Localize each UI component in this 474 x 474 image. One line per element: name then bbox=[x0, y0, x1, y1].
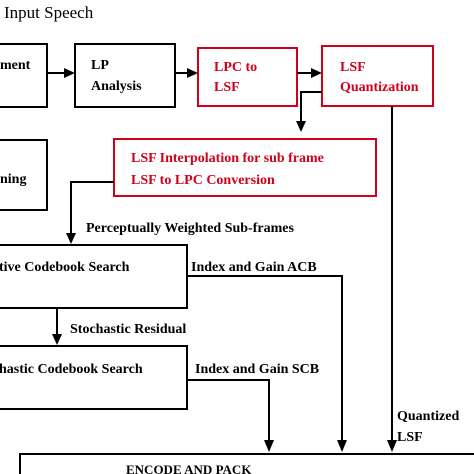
encode-pack-label: ENCODE AND PACK bbox=[126, 462, 252, 474]
stochastic-codebook-label: hastic Codebook Search bbox=[0, 362, 143, 377]
lsf-quantization-label-line2: Quantization bbox=[340, 80, 419, 95]
arrowhead-acb-to-scb bbox=[52, 334, 62, 345]
segment-box: ment bbox=[0, 43, 48, 108]
label-quantized-lsf-line1: Quantized bbox=[397, 409, 459, 424]
lp-analysis-label-line1: LP bbox=[91, 58, 109, 73]
encode-pack-box: ENCODE AND PACK bbox=[19, 453, 474, 474]
segment-box-label: ment bbox=[0, 58, 31, 73]
lp-analysis-label-line2: Analysis bbox=[91, 79, 142, 94]
arrowhead-scb-to-encode bbox=[264, 440, 274, 452]
diagram-title: Input Speech bbox=[4, 3, 94, 22]
label-index-gain-scb: Index and Gain SCB bbox=[195, 362, 319, 377]
label-quantized-lsf-line2: LSF bbox=[397, 430, 423, 445]
lpc-to-lsf-box: LPC to LSF bbox=[197, 47, 298, 107]
arrowhead-interp-to-acb bbox=[66, 233, 76, 244]
arrow-acb-to-encode bbox=[187, 275, 343, 440]
lsf-quantization-label-line1: LSF bbox=[340, 60, 366, 75]
arrowhead-lpc-to-quant bbox=[311, 68, 322, 78]
adaptive-codebook-box: tive Codebook Search bbox=[0, 244, 188, 309]
lsf-quantization-box: LSF Quantization bbox=[321, 45, 434, 107]
arrowhead-lp-to-lpc bbox=[187, 68, 198, 78]
arrowhead-acb-to-encode bbox=[337, 440, 347, 452]
windowing-box: ning bbox=[0, 139, 48, 211]
lpc-to-lsf-label-line2: LSF bbox=[214, 80, 240, 95]
arrow-interp-to-acb bbox=[70, 181, 114, 233]
lpc-to-lsf-label-line1: LPC to bbox=[214, 60, 257, 75]
lsf-interpolation-box: LSF Interpolation for sub frame LSF to L… bbox=[113, 138, 377, 197]
stochastic-codebook-box: hastic Codebook Search bbox=[0, 345, 188, 410]
label-stochastic-residual: Stochastic Residual bbox=[70, 322, 186, 337]
lsf-interpolation-label-line2: LSF to LPC Conversion bbox=[131, 173, 275, 188]
label-index-gain-acb: Index and Gain ACB bbox=[191, 260, 317, 275]
lsf-interpolation-label-line1: LSF Interpolation for sub frame bbox=[131, 151, 324, 166]
arrowhead-segment-to-lp bbox=[64, 68, 75, 78]
arrowhead-quant-to-interp bbox=[296, 121, 306, 132]
arrow-quant-to-interp bbox=[300, 91, 322, 121]
arrowhead-quant-to-encode bbox=[387, 440, 397, 452]
lp-analysis-box: LP Analysis bbox=[74, 43, 176, 108]
adaptive-codebook-label: tive Codebook Search bbox=[0, 260, 130, 275]
arrow-scb-to-encode bbox=[187, 379, 270, 440]
label-perceptual-subframes: Perceptually Weighted Sub-frames bbox=[86, 221, 294, 236]
windowing-box-label: ning bbox=[0, 172, 26, 187]
